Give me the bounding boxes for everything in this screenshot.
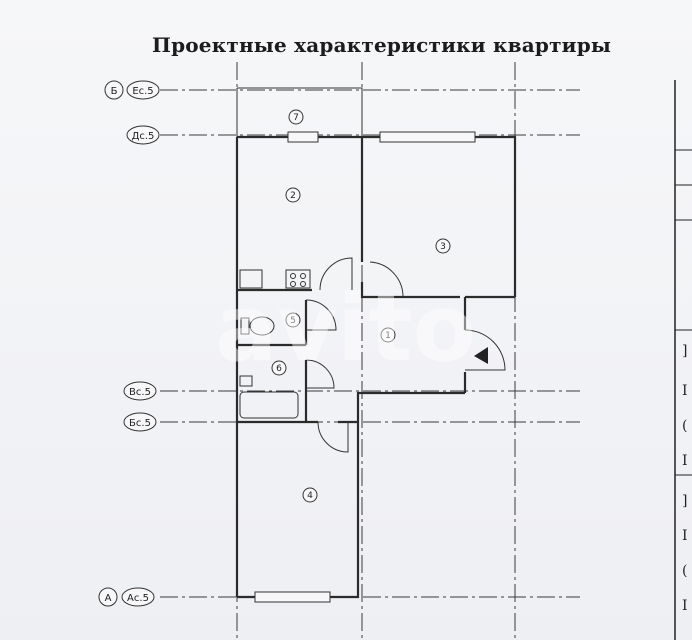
entrance-arrow-icon xyxy=(474,347,488,364)
stove-burner-icon xyxy=(290,273,296,279)
window-room2 xyxy=(287,131,319,143)
watermark-logo: avito xyxy=(215,275,476,382)
axis-letter-a: А xyxy=(105,593,112,604)
axis-bubble-a-label xyxy=(121,587,155,607)
table-fragment-2: I xyxy=(682,383,688,399)
bathtub-icon xyxy=(239,391,299,419)
balcony-outline xyxy=(237,87,363,135)
table-fragment-7: ( xyxy=(682,563,687,579)
axis-bubble-b xyxy=(104,80,124,100)
page-title: Проектные характеристики квартиры xyxy=(152,33,612,57)
table-fragment-1: ] xyxy=(682,343,687,359)
table-fragment-6: I xyxy=(682,528,688,544)
wall-top-right xyxy=(237,135,517,297)
door-room4 xyxy=(317,421,349,453)
table-fragment-5: ] xyxy=(682,493,687,509)
axis-bubble-b2 xyxy=(123,412,157,432)
stove-icon xyxy=(285,269,311,289)
axis-bubble-d xyxy=(126,125,160,145)
room-bubble-2 xyxy=(285,187,301,203)
room-number-3: 3 xyxy=(440,242,446,252)
wall-bottom xyxy=(237,391,465,599)
axis-bubble-a xyxy=(98,587,118,607)
axis-letter-b: Б xyxy=(111,86,118,97)
door-wc xyxy=(305,299,337,331)
room-bubble-4 xyxy=(302,487,318,503)
room-bubble-3 xyxy=(435,238,451,254)
table-fragment-8: I xyxy=(682,598,688,614)
window-room4 xyxy=(254,591,331,603)
room-bubble-1 xyxy=(380,327,396,343)
axis-bubble-b-top xyxy=(126,80,160,100)
door-entrance xyxy=(464,329,506,371)
room-number-4: 4 xyxy=(307,491,313,501)
stove-burner-icon xyxy=(300,273,306,279)
room-number-7: 7 xyxy=(293,113,299,123)
axis-label-a: Ас.5 xyxy=(127,593,149,604)
table-fragment-3: ( xyxy=(682,418,687,434)
axis-label-v: Вс.5 xyxy=(129,387,151,398)
axis-label-b2: Бс.5 xyxy=(129,418,151,429)
table-fragment-4: I xyxy=(682,453,688,469)
toilet-tank-icon xyxy=(240,317,250,335)
washbasin-icon xyxy=(239,375,253,387)
door-bath xyxy=(305,359,335,389)
stove-burner-icon xyxy=(300,281,306,287)
axis-bubble-v xyxy=(123,381,157,401)
room-number-1: 1 xyxy=(385,331,391,341)
stove-burner-icon xyxy=(290,281,296,287)
room-number-2: 2 xyxy=(290,191,296,201)
room-bubble-6 xyxy=(271,360,287,376)
window-room3 xyxy=(379,131,476,143)
room-bubble-7 xyxy=(288,109,304,125)
door-room3 xyxy=(369,261,404,298)
wall-room3-hall xyxy=(360,282,403,299)
toilet-icon xyxy=(249,316,275,336)
room-bubble-5 xyxy=(285,312,301,328)
kitchen-sink-icon xyxy=(239,269,263,289)
room-number-5: 5 xyxy=(290,316,296,326)
axis-label-d: Дс.5 xyxy=(132,131,155,142)
door-kitchen xyxy=(319,257,353,291)
axis-label-b-top: Ес.5 xyxy=(132,86,153,97)
room-number-6: 6 xyxy=(276,364,282,374)
